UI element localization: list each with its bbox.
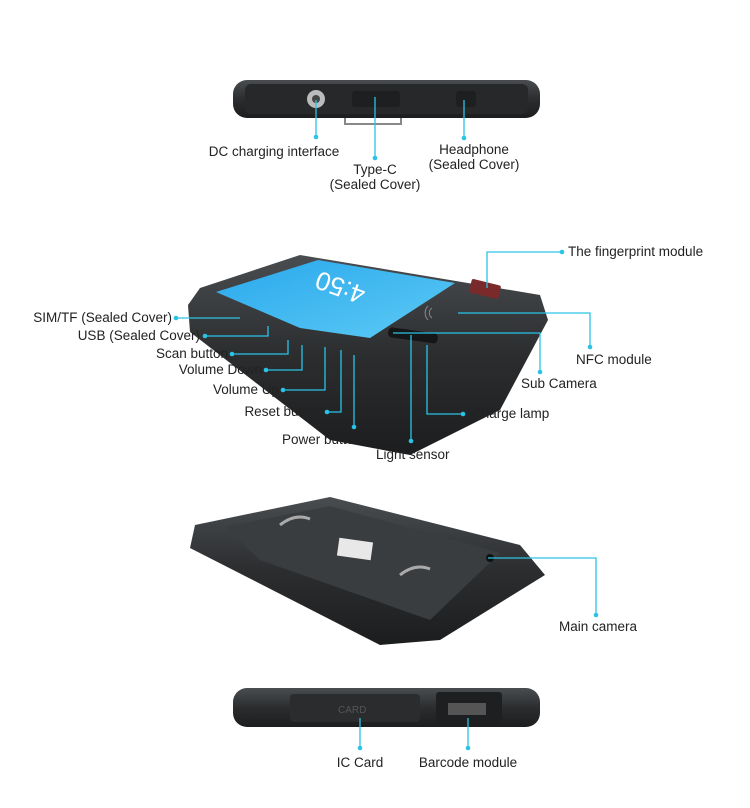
- label-volume-up: Volume Up: [212, 382, 279, 397]
- nfc-icon: [424, 305, 433, 321]
- label-headphone: Headphone: [439, 142, 509, 157]
- label-nfc-module: NFC module: [576, 352, 652, 367]
- leader-dots: [173, 134, 599, 751]
- barcode-window: [448, 703, 486, 715]
- label-sub-camera: Sub Camera: [521, 376, 597, 391]
- label-sim-tf: SIM/TF (Sealed Cover): [33, 310, 172, 325]
- back-view: [190, 497, 545, 645]
- label-usb: USB (Sealed Cover): [77, 328, 200, 343]
- back-label: [336, 537, 374, 561]
- typec-cover: [352, 91, 400, 107]
- screen: [216, 260, 455, 338]
- label-barcode-module: Barcode module: [418, 755, 518, 770]
- label-typec-sub: (Sealed Cover): [329, 177, 421, 192]
- label-headphone-sub: (Sealed Cover): [428, 157, 520, 172]
- label-scan-button: Scan button: [155, 346, 228, 361]
- label-main-camera: Main camera: [559, 619, 638, 634]
- label-power-button: Power button: [282, 432, 362, 447]
- label-ic-card: IC Card: [336, 755, 384, 770]
- label-light-sensor: Light sensor: [376, 447, 450, 462]
- label-reset-button: Reset button: [244, 404, 321, 419]
- fingerprint-sensor: [469, 279, 501, 299]
- leader-lines: [176, 97, 597, 748]
- front-view: 4:50: [188, 255, 548, 455]
- label-fingerprint: The fingerprint module: [568, 244, 704, 259]
- headphone-cover: [456, 91, 476, 107]
- card-slot-text: CARD: [338, 705, 366, 716]
- label-charge-lamp: Charge lamp: [472, 406, 550, 421]
- label-dc-charging: DC charging interface: [208, 144, 340, 159]
- top-edge-view: [233, 80, 540, 125]
- label-volume-down: Volume Down: [178, 362, 262, 377]
- label-typec: Type-C: [353, 162, 397, 177]
- bottom-edge-view: CARD: [233, 688, 540, 727]
